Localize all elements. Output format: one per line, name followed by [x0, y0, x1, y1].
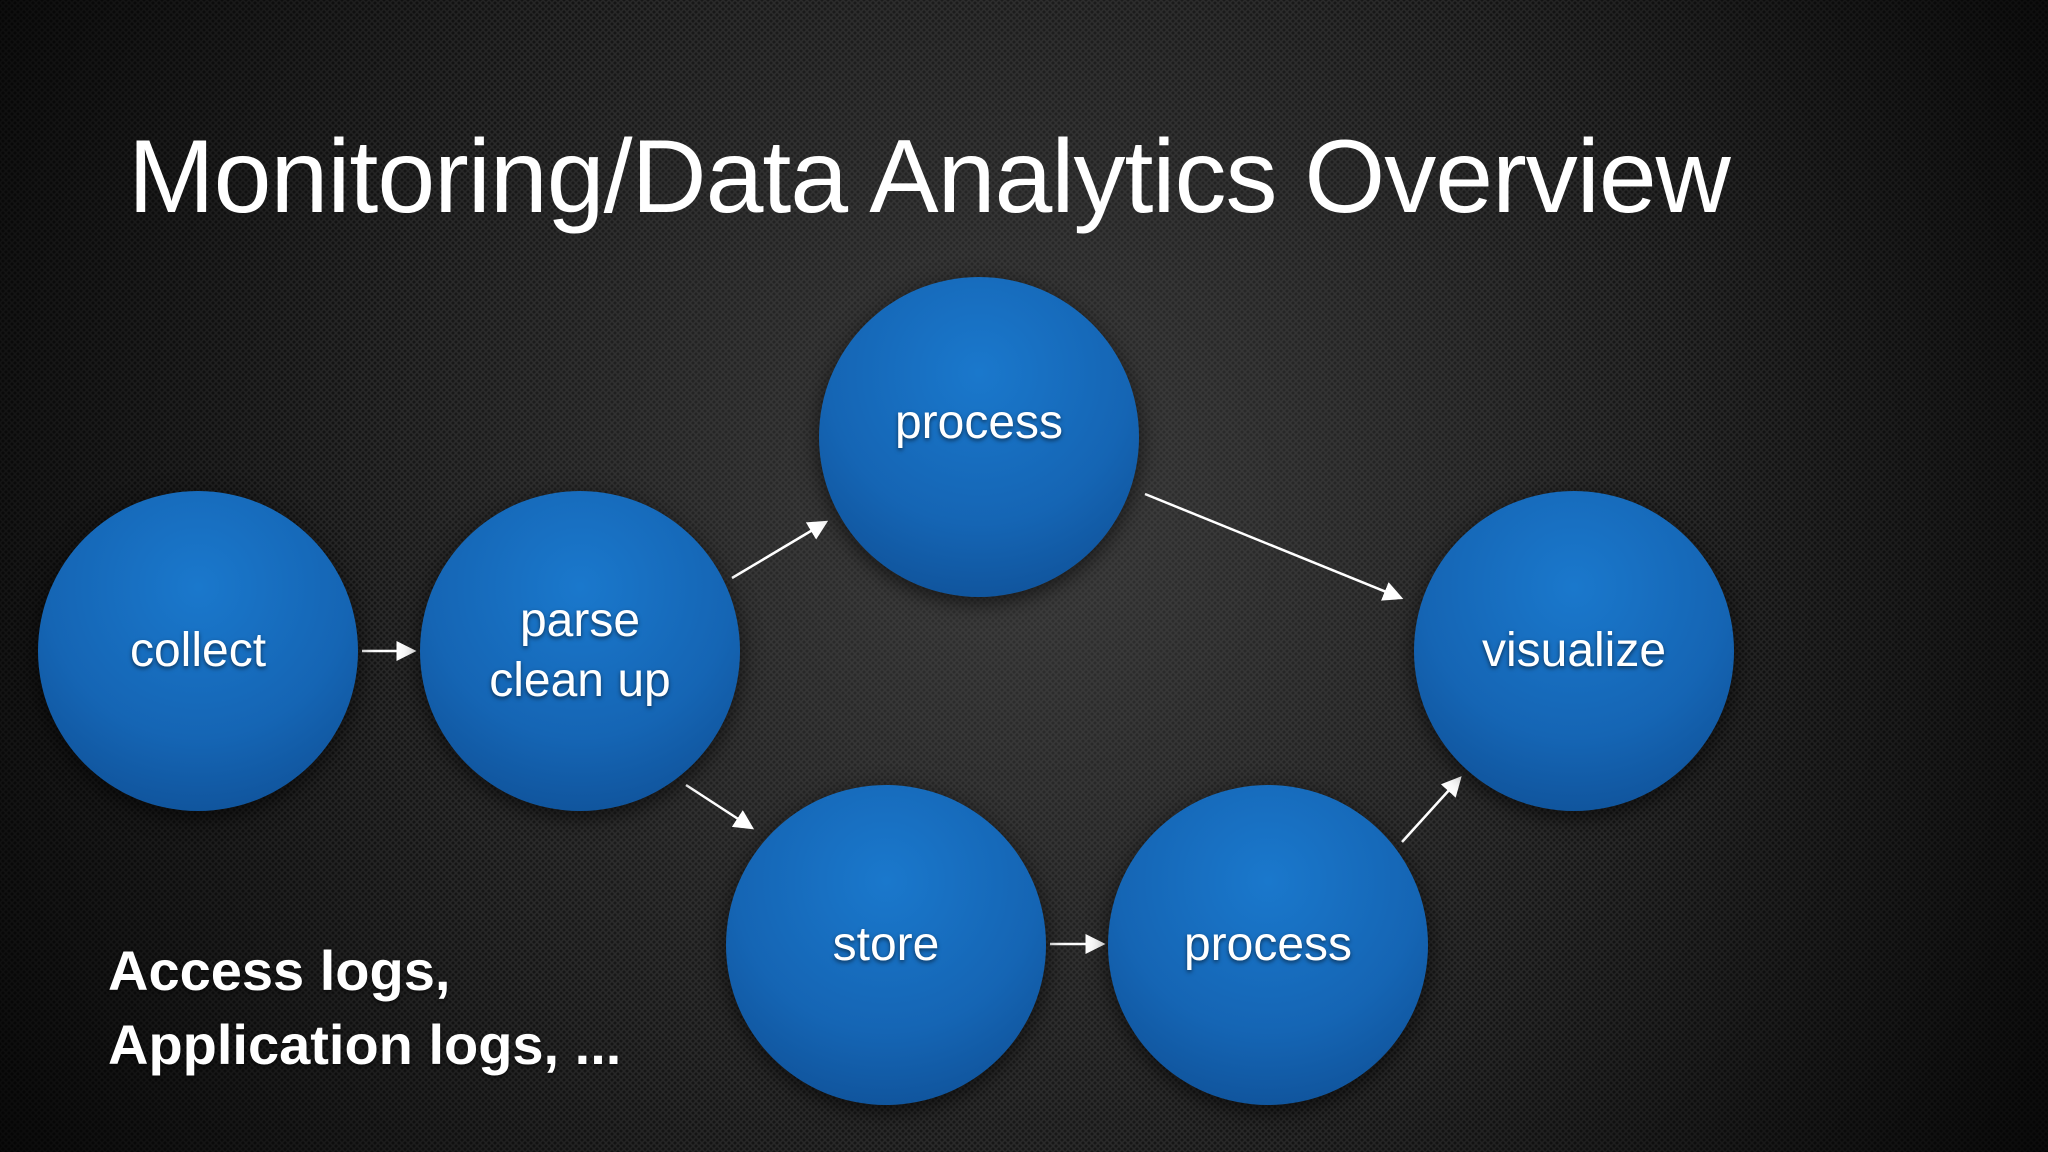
node-visualize: visualize: [1414, 491, 1734, 811]
node-process-top: process: [819, 277, 1139, 597]
node-process-top-label: process: [894, 396, 1064, 449]
node-collect-label: collect: [129, 624, 267, 677]
node-visualize-label: visualize: [1481, 624, 1667, 677]
slide-title: Monitoring/Data Analytics Overview: [128, 119, 1731, 235]
note-line-application-logs: Application logs, ...: [108, 1013, 622, 1076]
arrow-parse-to-store: [685, 783, 755, 830]
arrow-process-bottom-to-visualize: [1401, 776, 1462, 843]
log-sources-note: Access logs, Application logs, ...: [108, 934, 621, 1082]
node-store-label: store: [832, 918, 940, 971]
arrow-parse-to-process-top: [731, 520, 829, 580]
note-line-access-logs: Access logs,: [108, 939, 451, 1002]
node-collect: collect: [38, 491, 358, 811]
node-parse-clean-up-label: parse clean up: [489, 594, 671, 707]
node-process-bottom: process: [1108, 785, 1428, 1105]
node-store: store: [726, 785, 1046, 1105]
node-process-bottom-label: process: [1183, 918, 1353, 971]
node-parse-clean-up: parse clean up: [420, 491, 740, 811]
arrow-process-top-to-visualize: [1144, 492, 1404, 601]
